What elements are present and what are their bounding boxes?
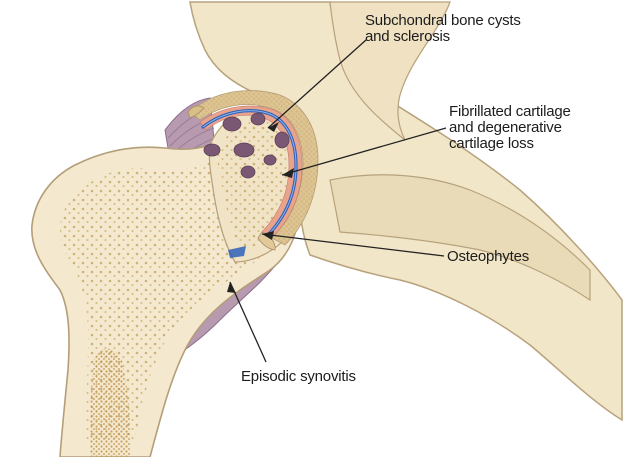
label-osteophytes: Osteophytes <box>447 249 529 265</box>
label-subchondral-cysts: Subchondral bone cysts and sclerosis <box>365 13 521 45</box>
label-episodic-synovitis: Episodic synovitis <box>241 369 356 385</box>
label-fibrillated-cartilage: Fibrillated cartilage and degenerative c… <box>449 104 571 152</box>
